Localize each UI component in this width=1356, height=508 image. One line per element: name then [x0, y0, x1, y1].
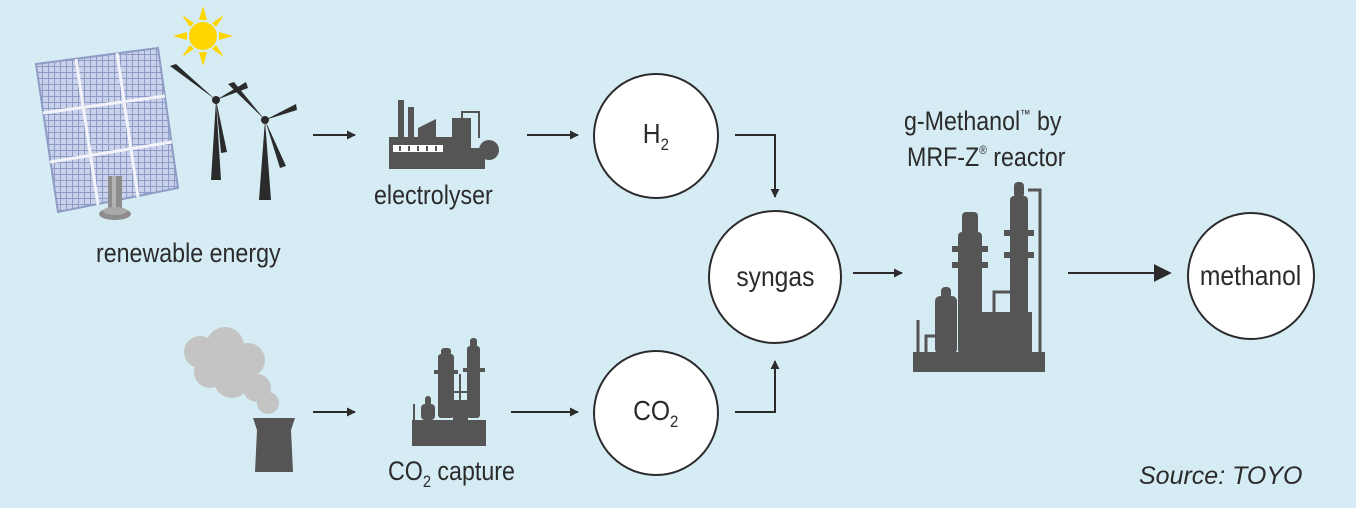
node-h2: H2: [593, 73, 719, 199]
registered-mark: ®: [979, 143, 987, 157]
sun-icon: [173, 6, 233, 66]
reactor-name: g-Methanol: [904, 106, 1021, 136]
h2-subscript: 2: [660, 134, 670, 154]
renewable-energy-label: renewable energy: [96, 238, 281, 268]
factory-icon: [389, 100, 499, 169]
reactor-label-line1: g-Methanol™ by: [904, 99, 1061, 136]
arrow-co2-to-syngas: [735, 360, 780, 413]
co2-capture-subscript: 2: [422, 472, 431, 491]
methanol-label: methanol: [1200, 260, 1302, 291]
refinery-icon: [913, 182, 1045, 372]
reactor-by: by: [1030, 106, 1062, 136]
reactor-label-line2: MRF-Z® reactor: [907, 135, 1066, 172]
trademark-mark: ™: [1020, 107, 1031, 121]
flow-arrows: [313, 130, 1172, 417]
co2-capture-label: CO2 capture: [388, 456, 515, 497]
co2-capture-suffix: capture: [430, 456, 515, 486]
co2-subscript: 2: [670, 411, 679, 431]
reactor-word: reactor: [986, 142, 1066, 172]
electrolyser-label: electrolyser: [374, 180, 493, 210]
arrow-h2-to-syngas: [735, 134, 780, 198]
co2-label: CO: [633, 394, 671, 426]
reactor-model: MRF-Z: [907, 142, 980, 172]
refinery-icon-small: [412, 338, 486, 446]
co2-capture-text: CO: [388, 456, 423, 486]
smokestack-icon: [184, 327, 295, 472]
syngas-label: syngas: [735, 261, 815, 292]
node-co2: CO2: [593, 350, 719, 476]
wind-turbine-icon: [170, 64, 297, 200]
node-methanol: methanol: [1187, 212, 1315, 340]
solar-panel-icon: [34, 46, 180, 220]
source-credit: Source: TOYO: [1139, 462, 1303, 490]
node-syngas: syngas: [708, 210, 842, 344]
h2-label: H: [642, 117, 661, 149]
